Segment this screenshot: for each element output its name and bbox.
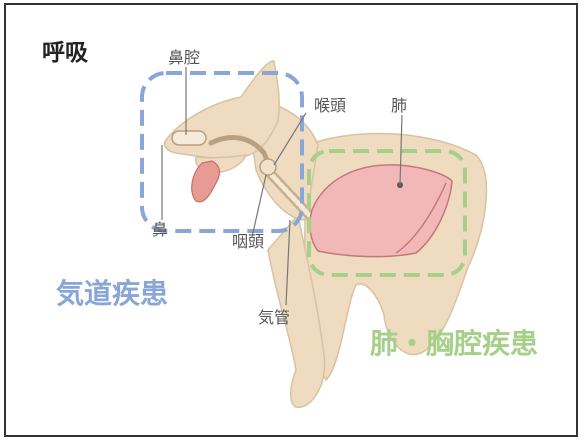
dog-front-leg: [267, 213, 326, 408]
diagram-title: 呼吸: [42, 40, 89, 66]
nasal-cavity-shape: [171, 130, 207, 146]
trachea-leader: [285, 219, 291, 306]
lung-leader: [399, 114, 403, 186]
trachea-rings: [265, 168, 314, 220]
region-label-airway: 気道疾患: [56, 277, 168, 310]
label-nasal-cavity: 鼻腔: [168, 48, 200, 67]
tongue: [191, 160, 221, 203]
label-lung: 肺: [391, 96, 407, 115]
larynx-leader: [273, 112, 307, 166]
label-nose: 鼻: [152, 220, 168, 239]
pharynx-leader: [251, 174, 267, 238]
leader-lines: [161, 67, 403, 306]
lung-lobe-line: [395, 182, 447, 254]
larynx-shape: [259, 158, 277, 176]
diagram-frame: 呼吸 鼻腔: [4, 3, 578, 437]
region-label-lung-thorax: 肺・胸腔疾患: [370, 327, 538, 360]
label-larynx: 喉頭: [314, 96, 346, 115]
label-pharynx: 咽頭: [232, 232, 264, 251]
lung-region-box: [307, 149, 467, 277]
respiratory-diagram: 呼吸 鼻腔: [42, 40, 538, 408]
airway-region-box: [140, 71, 304, 233]
label-trachea: 気管: [258, 308, 290, 327]
